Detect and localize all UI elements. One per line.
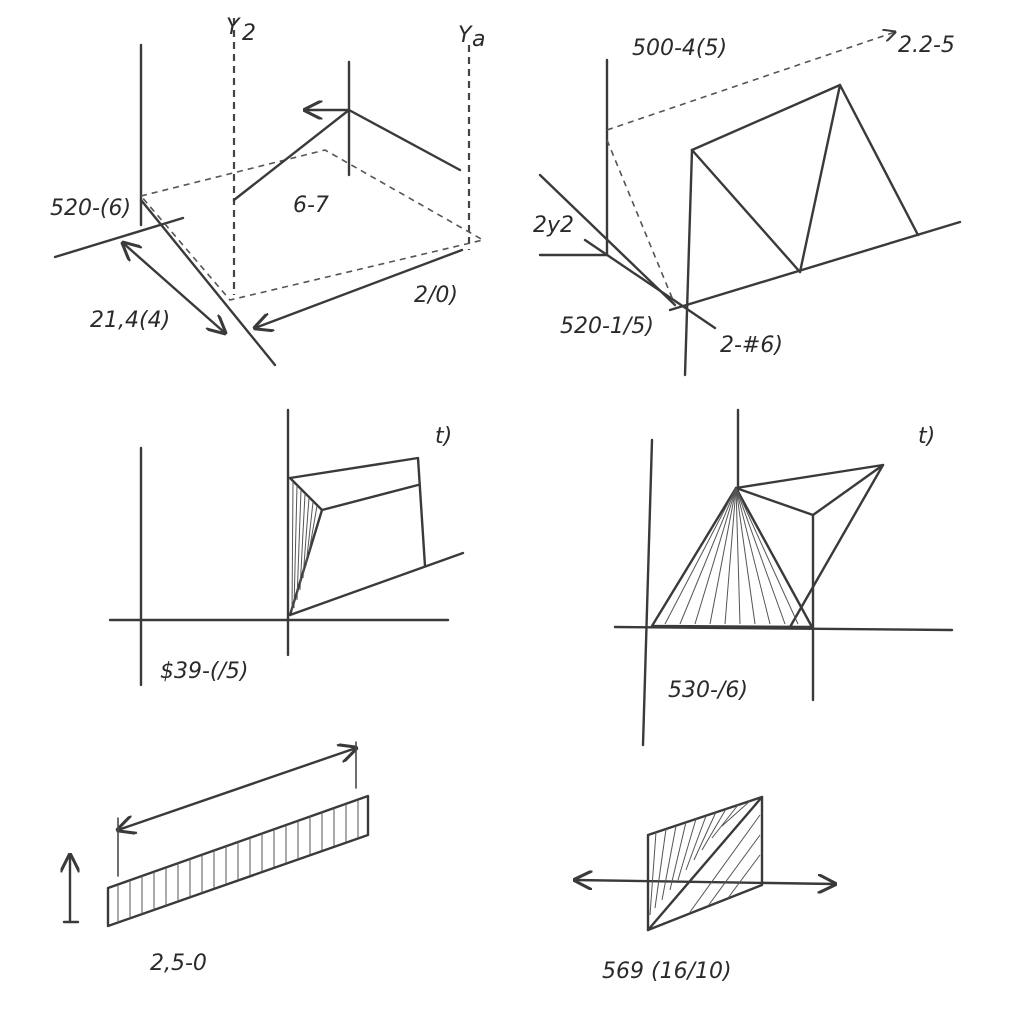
- p6-axis-arrow: [575, 880, 835, 884]
- p2-diagonal-b: [583, 238, 717, 330]
- p2-label-bottom-right: 2-#6): [720, 333, 783, 358]
- p4-left-axis: [641, 438, 654, 747]
- p4-label-corner: t): [918, 424, 935, 449]
- p1-dimension-arrow: [123, 243, 225, 333]
- p1-base-arrow: [255, 248, 464, 328]
- p2-member-2: [798, 83, 842, 274]
- p2-label-top: 500-4(5): [632, 36, 727, 61]
- p6-label-bottom: 569 (16/10): [602, 959, 732, 984]
- p3-base-slope: [288, 551, 465, 617]
- p6-plate-outline: [646, 795, 764, 932]
- p1-horizontal-axis: [53, 216, 185, 259]
- p3-label-corner: t): [435, 424, 452, 449]
- p1-label-center: 6-7: [293, 193, 329, 218]
- p2-dashed-drop: [606, 139, 676, 306]
- panel-4-triangle-section: t) 530-/6): [613, 408, 954, 747]
- p4-label-bottom: 530-/6): [668, 678, 748, 703]
- p4-hatching: [664, 487, 799, 625]
- p1-label-bottom: 21,4(4): [90, 308, 170, 333]
- p1-dashed-base-plane: [139, 149, 486, 301]
- p4-triangle: [650, 486, 814, 629]
- p3-hatching: [291, 481, 318, 613]
- p2-label-arrow: 2.2-5: [898, 33, 955, 58]
- panel-1-axonometric: Y 2 Y a 520-(6) 6-7 2/0) 21,4(4): [50, 15, 486, 367]
- p3-inner-edge: [288, 476, 420, 512]
- panel-6-plate: 569 (16/10): [575, 795, 835, 984]
- p6-hatching: [649, 800, 761, 916]
- p4-inner-wing: [734, 463, 885, 517]
- p2-truss-outline: [690, 83, 920, 237]
- p1-roof-line: [232, 108, 462, 202]
- p3-label-bottom: $39-(/5): [160, 659, 249, 684]
- p5-label-bottom: 2,5-0: [150, 951, 207, 976]
- p3-top-face: [288, 456, 427, 568]
- p4-horizontal-axis: [613, 625, 954, 632]
- p2-dashed-arrow: [606, 32, 895, 131]
- p2-label-bottom-left: 520-1/5): [560, 314, 654, 339]
- p2-member-1: [690, 148, 802, 274]
- p2-label-left: 2y2: [533, 213, 574, 238]
- p2-diagonal-a: [538, 173, 677, 307]
- p2-inner-vertical: [683, 148, 694, 377]
- p5-hatching: [117, 800, 359, 923]
- p2-base-line: [668, 220, 962, 312]
- p1-diagonal-axis: [139, 198, 277, 367]
- p4-wing: [734, 463, 885, 629]
- p1-label-ya: Y: [458, 23, 473, 48]
- p5-beam-body: [106, 794, 370, 928]
- p1-label-y2-sub: 2: [242, 21, 256, 46]
- p1-label-left: 520-(6): [50, 196, 131, 221]
- p1-label-ya-sub: a: [472, 27, 485, 52]
- p1-label-right: 2/0): [414, 283, 458, 308]
- p5-dim-arrow: [118, 748, 356, 830]
- p1-label-y2: Y: [226, 15, 241, 40]
- panel-3-box-section: t) $39-(/5): [108, 408, 465, 687]
- panel-5-beam: 2,5-0: [64, 741, 370, 976]
- panel-2-truss: 500-4(5) 2.2-5 2y2 520-1/5) 2-#6): [533, 32, 962, 377]
- p6-plate-diagonal: [646, 795, 764, 932]
